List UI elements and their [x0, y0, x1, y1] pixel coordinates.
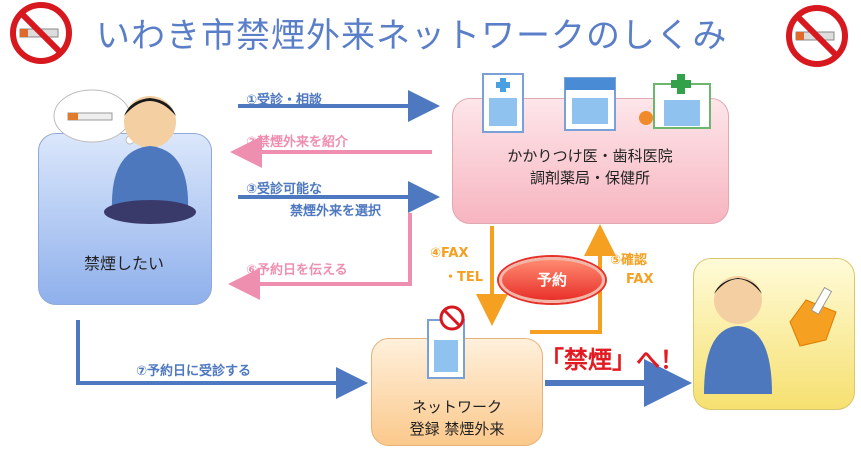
step1-label: ①受診・相談 [246, 93, 323, 108]
step4-label-b: ・TEL [444, 270, 484, 285]
network-line1: ネットワーク [411, 398, 502, 416]
network-line2: 登録 禁煙外来 [409, 420, 505, 438]
step5-label-a: ⑤確認 [610, 253, 648, 268]
step4-label-a: ④FAX [430, 246, 469, 261]
step3-label-b: 禁煙外来を選択 [290, 204, 382, 219]
smoker-label: 禁煙したい [83, 254, 164, 273]
smoker-box [38, 133, 212, 305]
result-box [693, 258, 855, 410]
step3-label-a: ③受診可能な [246, 182, 323, 197]
clinic-line1: かかりつけ医・歯科医院 [507, 147, 673, 165]
step2-label: ②禁煙外来を紹介 [246, 135, 349, 150]
clinic-line2: 調剤薬局・保健所 [529, 169, 650, 187]
arrow-step7 [76, 320, 368, 399]
no-smoking-icon [786, 5, 848, 67]
arrow-step6 [228, 213, 412, 300]
step6-label: ⑥予約日を伝える [246, 263, 348, 278]
result-text: 「禁煙」へ！ [540, 346, 684, 374]
no-smoking-icon [10, 2, 72, 64]
page-title: いわき市禁煙外来ネットワークのしくみ [96, 16, 728, 56]
step7-label: ⑦予約日に受診する [136, 364, 252, 379]
reservation-badge: 予約 [499, 257, 605, 303]
arrow-step5 [530, 224, 616, 334]
step5-label-b: FAX [626, 272, 654, 287]
